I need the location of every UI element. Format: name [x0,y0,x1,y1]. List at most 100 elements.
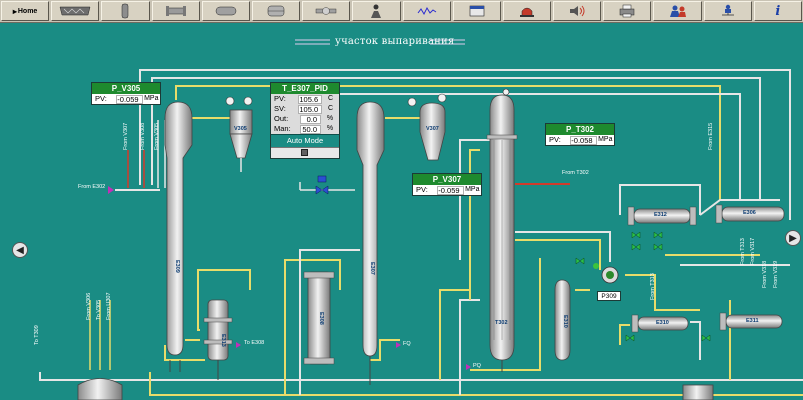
pid-unit: C [328,105,334,112]
output-slider[interactable] [271,147,339,158]
users-button[interactable] [653,1,702,21]
pid-row-sv[interactable]: SV: 105.0 C [271,104,339,114]
pid-setpoint-field[interactable]: 105.0 [298,104,323,114]
pid-label: Out: [274,114,289,123]
cyclone-v307[interactable] [419,102,446,161]
pressure-gauges[interactable] [225,88,510,107]
users-icon [669,5,686,17]
panel-p-t302[interactable]: P_T302 PV: -0.058 MPa [545,123,615,146]
label-e309: E309 [174,260,180,273]
vessel-button[interactable] [251,1,301,21]
pipe-bottom-a [439,289,470,380]
heater-button[interactable] [51,1,100,21]
panel-pv-row: PV: -0.059 MPa [92,94,160,104]
pipe-mid-1 [39,372,803,381]
operator-icon [371,4,382,18]
org-button[interactable] [703,1,752,21]
label-e308: E308 [318,312,324,325]
stream-from-e302: From E302 [78,184,106,190]
trend-button[interactable] [402,1,451,21]
pipe-lower-yellow [619,324,630,345]
valve-cluster[interactable] [575,231,711,342]
heat-exchanger-e309[interactable] [203,299,233,380]
label-v305: V305 [234,126,247,132]
pid-label: SV: [274,104,286,113]
pid-label: PV: [274,94,286,103]
heat-exchanger-e307[interactable] [303,271,335,365]
label-e311: E311 [746,318,759,324]
pv-unit: MPa [465,186,480,193]
pipe-bottom-b [459,299,480,395]
pipe-t302-right [515,239,601,270]
speaker-icon [570,5,585,17]
pump-p309[interactable] [593,263,619,284]
print-button[interactable] [603,1,652,21]
pipe-mid-2 [149,372,803,396]
pid-manual-field[interactable]: 50.0 [300,124,321,134]
panel-title: P_V305 [92,83,160,94]
horizontal-tank-button[interactable] [201,1,250,21]
column-button[interactable] [101,1,150,21]
valve-button[interactable] [302,1,351,21]
pid-row-pv: PV: 105.6 C [271,94,339,104]
auto-mode-button[interactable]: Auto Mode [271,134,339,147]
exchanger-e312[interactable] [627,206,697,226]
pipe-flanges-icon [165,6,186,16]
panel-t-e307-pid[interactable]: T_E307_PID PV: 105.6 C SV: 105.0 C Out: … [270,82,340,159]
waveform-icon [417,6,436,16]
slider-thumb[interactable] [301,149,308,156]
pid-unit: % [326,125,334,132]
pv-value: -0.058 [570,135,597,145]
column-icon [122,3,129,19]
pipe-tower-left-2 [459,139,490,260]
exchanger-e311[interactable] [719,312,783,331]
pv-value: -0.059 [116,94,143,104]
toolbar: ▸ Home [0,0,803,23]
label-v307-top: V307 [426,126,439,132]
label-e310b: E310 [656,320,669,326]
nav-prev-button[interactable]: ◀ [12,242,28,258]
stream-from-v317: From V317 [750,237,756,265]
info-icon: i [775,3,781,19]
tower-t302[interactable] [486,94,518,372]
panel-title: P_V307 [413,174,481,185]
pipe-e307-white [299,249,360,395]
pid-label: Man: [274,124,291,133]
exchanger-e310-right[interactable] [631,314,689,333]
stream-from-t313: From T313 [740,238,746,265]
column-v307[interactable] [356,101,385,385]
tank-bottom-right[interactable] [682,384,714,400]
panel-button[interactable] [452,1,501,21]
pid-unit: C [328,95,334,102]
pipe-button[interactable] [151,1,200,21]
panel-p-v307[interactable]: P_V307 PV: -0.059 MPa [412,173,482,196]
stream-from-v306: From V306 [86,292,92,320]
cyclone-v305[interactable] [229,109,253,172]
alarm-button[interactable] [502,1,552,21]
printer-icon [620,4,635,18]
tank-bottom-left[interactable] [77,378,123,400]
column-v305[interactable] [164,101,193,372]
panel-pv-row: PV: -0.058 MPa [546,135,614,145]
pipe-v305-down [164,345,205,361]
stream-from-u307: From U307 [106,292,112,320]
operator-button[interactable] [352,1,401,21]
vessel-e310[interactable] [554,279,571,361]
pid-row-man[interactable]: Man: 50.0 % [271,124,339,134]
label-p309[interactable]: P309 [597,291,621,301]
info-button[interactable]: i [753,1,802,21]
valve-icon [316,7,337,15]
stream-pq: PQ [473,363,481,369]
home-button[interactable]: ▸ Home [1,1,50,21]
flow-arrows [108,186,471,370]
pv-label: PV: [416,185,428,194]
sound-button[interactable] [553,1,602,21]
pv-unit: MPa [144,95,159,102]
nav-next-button[interactable]: ▶ [785,230,801,246]
panel-p-v305[interactable]: P_V305 PV: -0.059 MPa [91,82,161,105]
heater-icon [59,6,91,16]
control-valve-e307[interactable] [299,175,355,195]
alarm-icon [519,7,534,17]
exchanger-e306[interactable] [715,204,785,224]
pipe-e307-yellow [284,259,341,395]
